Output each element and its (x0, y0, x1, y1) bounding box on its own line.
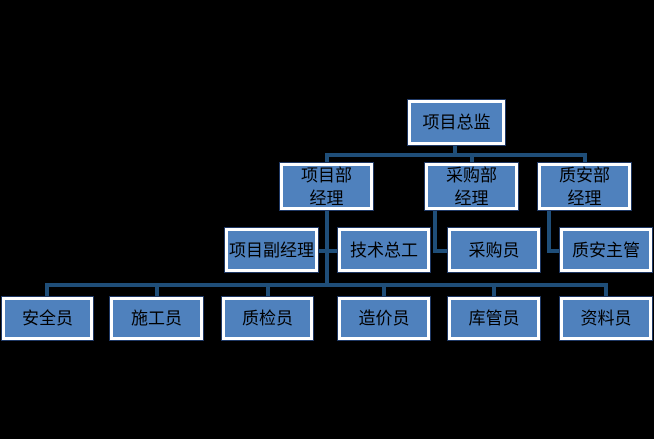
connector-purchasing-elbow-h (433, 249, 449, 253)
org-node-quality-inspector: 质检员 (221, 296, 314, 341)
org-node-safety-officer: 安全员 (1, 296, 94, 341)
connector-quality-elbow-h (547, 249, 562, 253)
org-node-label: 质检员 (242, 309, 293, 328)
connector-drop-quality-inspector (266, 283, 270, 297)
connector-drop-document-clerk (604, 283, 608, 297)
org-node-purchaser: 采购员 (447, 227, 541, 273)
org-node-label: 项目副经理 (229, 240, 314, 260)
org-node-purchasing-dept-manager: 采购部 经理 (424, 162, 519, 211)
connector-level4-bus (45, 283, 608, 287)
org-node-label: 项目部 经理 (301, 165, 352, 208)
connector-project-dept-feed (325, 210, 329, 287)
connector-drop-cost-estimator (382, 283, 386, 297)
org-node-quality-safety-dept-manager: 质安部 经理 (537, 162, 632, 211)
org-node-label: 采购员 (468, 240, 520, 260)
connector-drop-project-dept (325, 153, 329, 165)
connector-drop-warehouse-keeper (492, 283, 496, 297)
connector-drop-quality-safety-dept (583, 153, 587, 165)
connector-purchasing-elbow-v (433, 210, 437, 253)
org-node-cost-estimator: 造价员 (337, 296, 431, 341)
org-node-label: 造价员 (358, 309, 410, 328)
org-node-warehouse-keeper: 库管员 (447, 296, 541, 341)
org-node-chief-technical-engineer: 技术总工 (337, 227, 431, 273)
org-node-project-dept-manager: 项目部 经理 (279, 162, 374, 211)
org-node-label: 采购部 经理 (446, 165, 497, 208)
org-node-construction-officer: 施工员 (109, 296, 204, 341)
org-node-document-clerk: 资料员 (559, 296, 653, 341)
org-node-deputy-project-manager: 项目副经理 (224, 227, 319, 273)
org-node-label: 技术总工 (350, 240, 418, 260)
org-node-label: 质安主管 (572, 240, 640, 260)
connector-drop-safety-officer (45, 283, 49, 297)
org-node-project-director: 项目总监 (407, 99, 506, 146)
org-node-label: 库管员 (468, 309, 520, 328)
connector-deputy-tech (316, 249, 340, 253)
connector-level2-bus (325, 153, 587, 157)
org-node-label: 质安部 经理 (559, 165, 610, 208)
org-node-quality-safety-supervisor: 质安主管 (559, 227, 653, 273)
org-node-label: 资料员 (580, 309, 632, 328)
connector-quality-elbow-v (547, 210, 551, 253)
org-node-label: 项目总监 (422, 113, 491, 132)
connector-director-down (453, 145, 457, 157)
org-node-label: 施工员 (131, 309, 182, 328)
connector-drop-construction-officer (155, 283, 159, 297)
connector-drop-purchasing-dept (470, 153, 474, 165)
org-node-label: 安全员 (22, 309, 73, 328)
